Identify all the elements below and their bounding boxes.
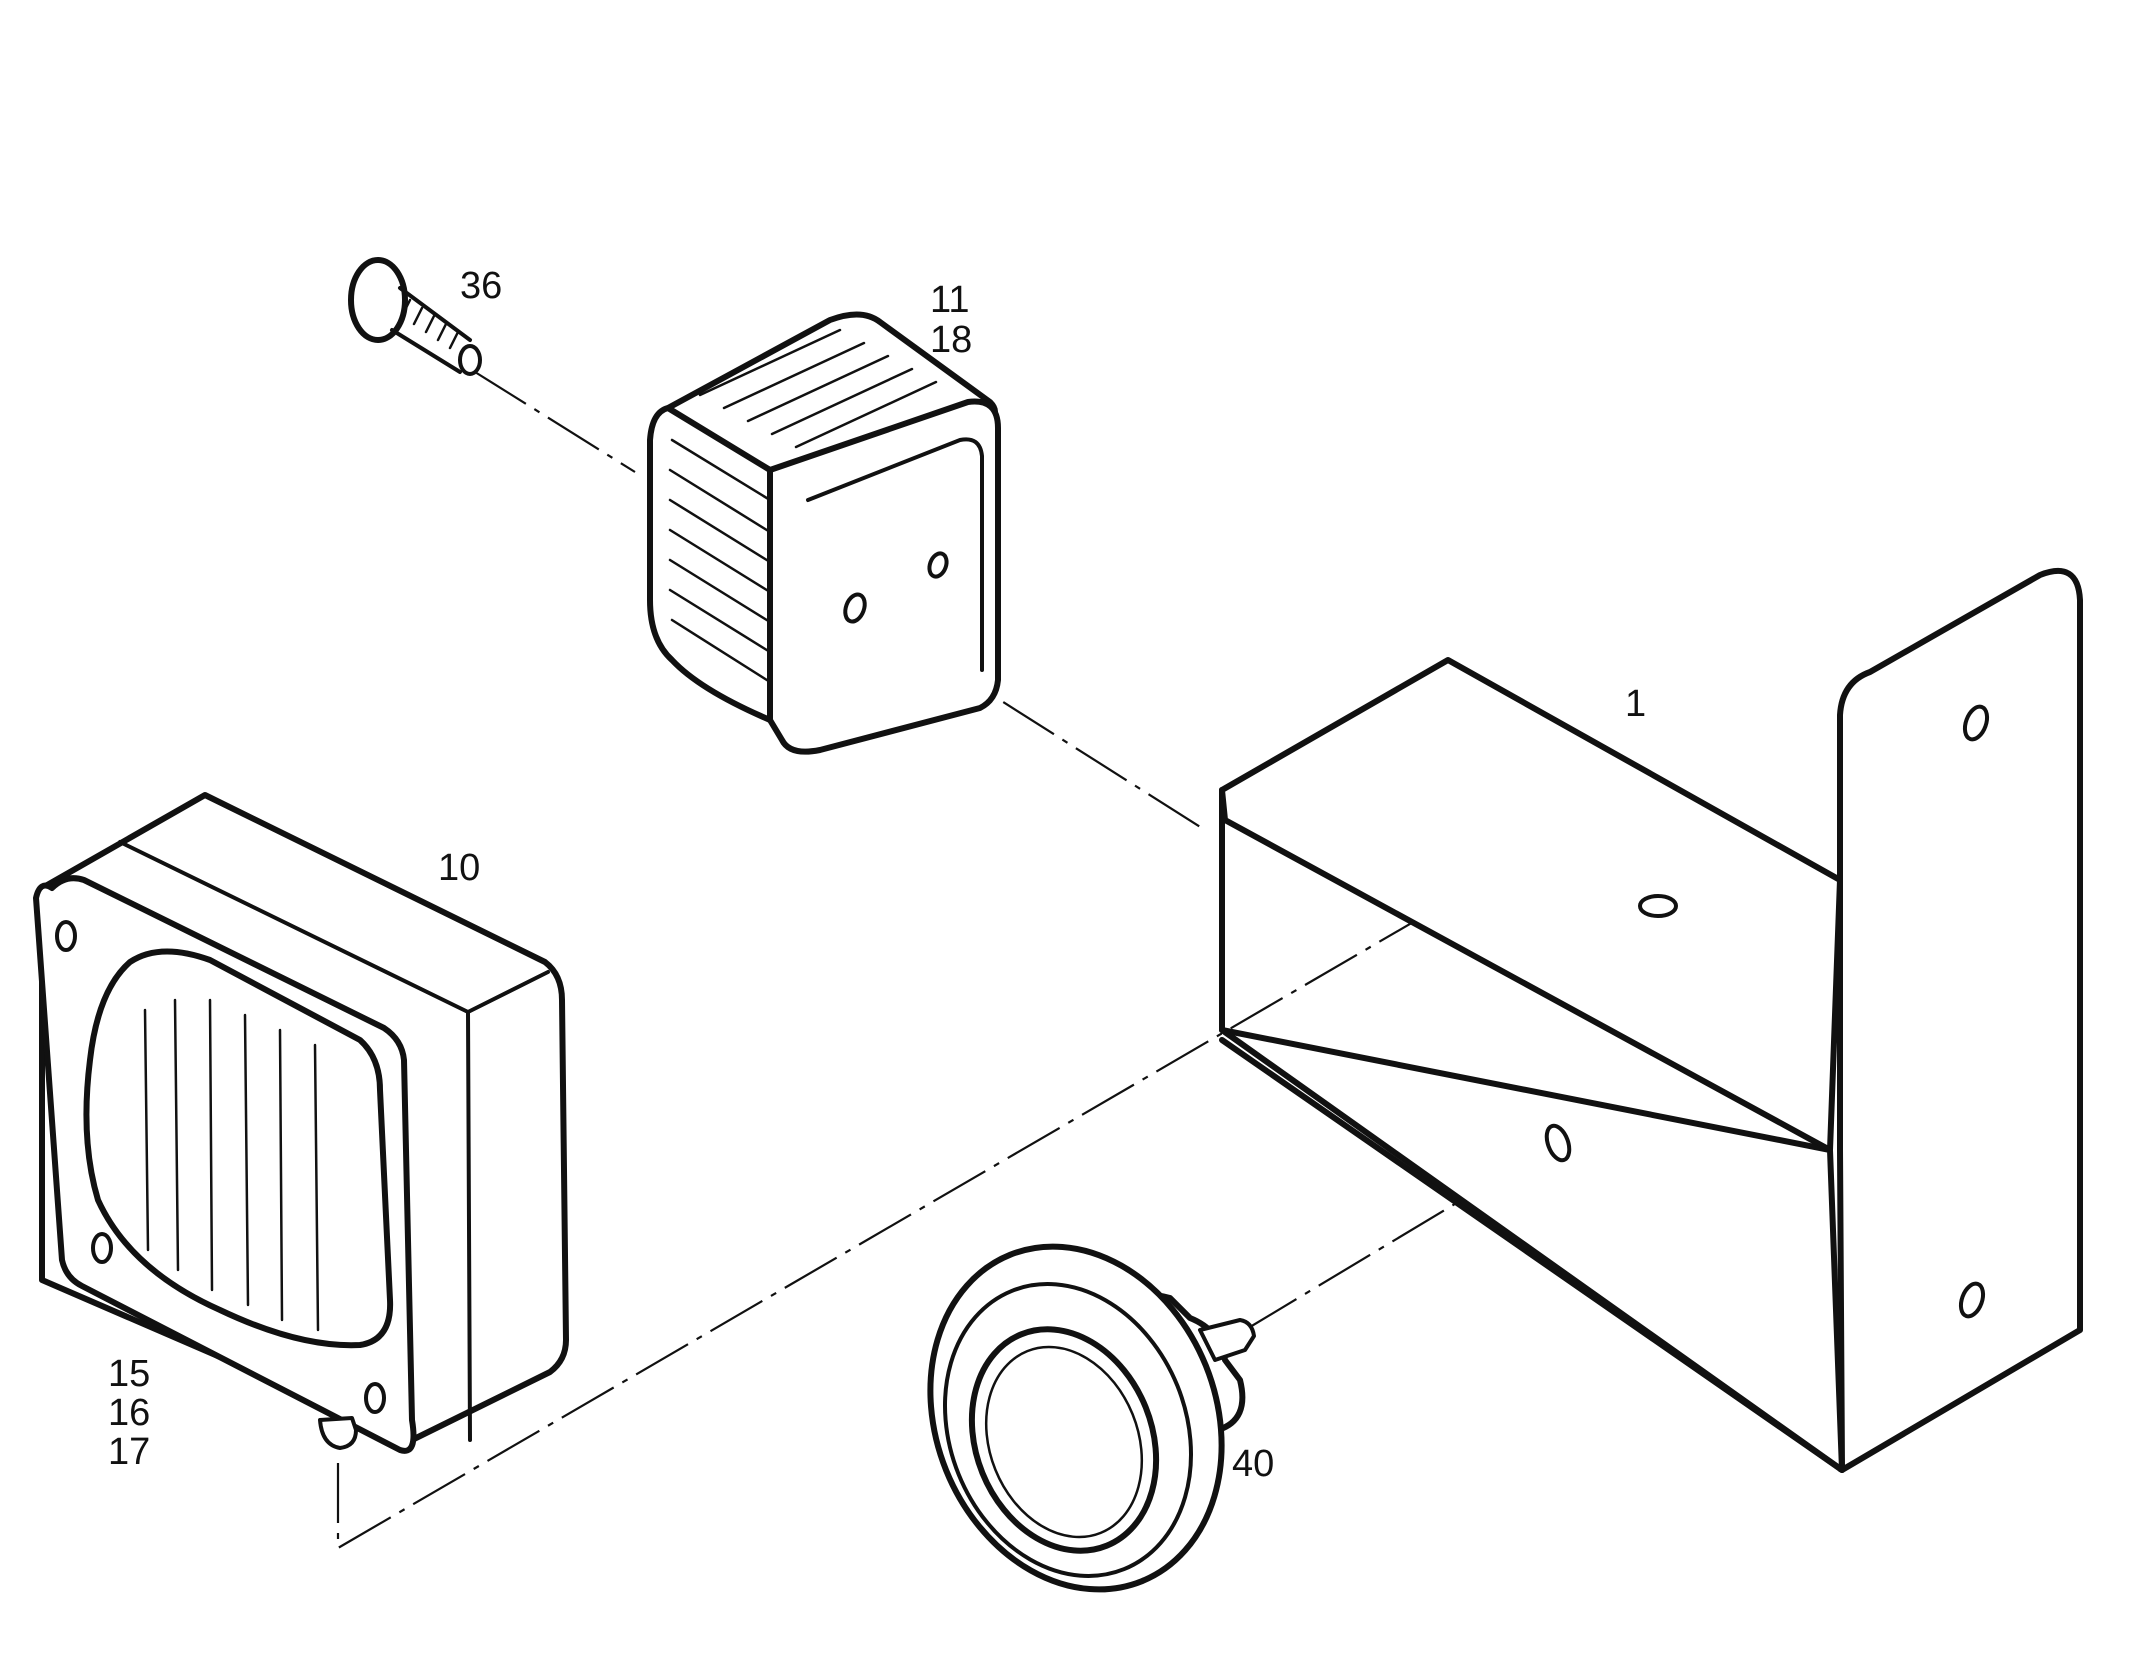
work-lamp-bezel-hole-bottom-right — [364, 1382, 386, 1414]
marker-lamp-back-inner-edge — [806, 437, 984, 672]
leader-screw-to-marker-lamp — [474, 371, 636, 473]
callout-work-lamp: 10 — [438, 847, 480, 889]
marker-lamp-lens — [647, 405, 773, 723]
bracket-vertical-plate — [1837, 568, 2083, 1473]
callout-screw: 36 — [460, 265, 502, 307]
round-lamp-part — [927, 1243, 1256, 1593]
round-lamp-stud — [1198, 1318, 1256, 1362]
bracket-outline — [1219, 787, 1845, 1473]
screw-tip — [458, 344, 482, 376]
callout-bulb-c: 17 — [108, 1431, 150, 1473]
bracket-fold-line — [1223, 818, 1832, 1152]
callout-bulb-b: 16 — [108, 1392, 150, 1434]
work-lamp-bezel-hole-top-left — [55, 920, 77, 952]
callout-bracket: 1 — [1625, 683, 1646, 725]
work-lamp-housing-edge — [118, 840, 550, 1442]
marker-lamp-mount-hole-b — [927, 551, 949, 579]
screw-part — [348, 257, 482, 376]
work-lamp-connector — [318, 1416, 358, 1450]
leader-marker-lamp-to-bracket — [857, 609, 1206, 831]
work-lamp-part — [33, 792, 569, 1454]
work-lamp-bezel-hole-bottom-left — [91, 1232, 113, 1264]
marker-lamp-mount-hole-a — [843, 592, 867, 624]
bracket-front-hole — [1544, 1123, 1572, 1163]
callout-marker-lamp-a: 11 — [930, 279, 969, 321]
screw-thread — [400, 298, 460, 350]
work-lamp-lens-ribs — [143, 998, 320, 1332]
bracket-part — [1219, 568, 2083, 1473]
bracket-top-hole — [1638, 894, 1678, 918]
marker-lamp-lens-ribs — [668, 328, 938, 684]
bracket-plate-hole-lower — [1958, 1281, 1986, 1319]
callout-round-lamp: 40 — [1232, 1443, 1274, 1485]
bracket-plate-hole-upper — [1962, 704, 1990, 742]
round-lamp-lens-inner — [984, 1345, 1144, 1539]
marker-lamp-part — [647, 311, 1001, 755]
callout-marker-lamp-b: 18 — [930, 319, 972, 361]
round-lamp-lens — [968, 1326, 1160, 1554]
callout-bulb-a: 15 — [108, 1353, 150, 1395]
marker-lamp-back-face — [767, 398, 1001, 755]
callout-labels: 36 11 18 1 10 15 16 17 40 — [108, 265, 1646, 1485]
screw-head — [348, 257, 408, 343]
